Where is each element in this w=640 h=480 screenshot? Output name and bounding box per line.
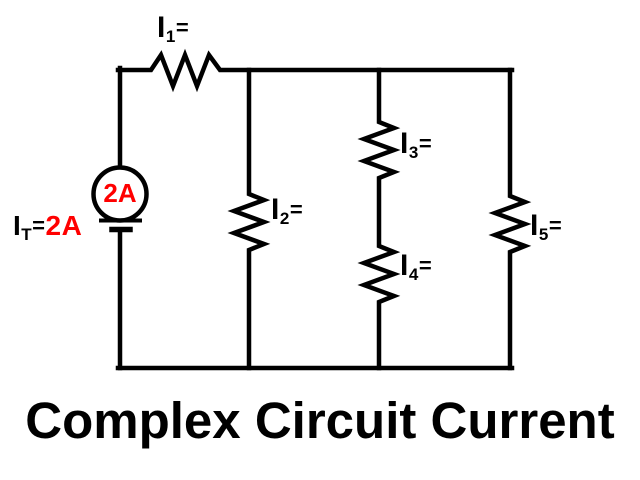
label-i4-symbol: I xyxy=(400,249,409,282)
label-i4: I4= xyxy=(400,249,433,284)
label-i3-symbol: I xyxy=(400,127,409,160)
label-i2-equals: = xyxy=(289,197,304,222)
label-total-equals: = xyxy=(32,213,46,238)
label-i5-symbol: I xyxy=(530,209,539,242)
branch-i5-resistor-r5 xyxy=(488,67,532,371)
label-i2-symbol: I xyxy=(271,193,280,226)
label-i3: I3= xyxy=(400,127,433,162)
branch-i2-resistor-r2 xyxy=(227,67,271,371)
label-i1-equals: = xyxy=(175,15,190,40)
label-i3-subscript: 3 xyxy=(408,143,419,162)
label-i5-equals: = xyxy=(548,213,563,238)
label-i1-symbol: I xyxy=(157,11,166,44)
label-i3-equals: = xyxy=(418,131,433,156)
label-i4-subscript: 4 xyxy=(408,265,419,284)
page-title: Complex Circuit Current xyxy=(25,392,615,449)
label-total-symbol: I xyxy=(13,210,22,241)
label-i2: I2= xyxy=(271,193,304,228)
label-i2-subscript: 2 xyxy=(279,209,290,228)
label-i4-equals: = xyxy=(418,253,433,278)
wire-top-and-resistor-r1 xyxy=(115,48,515,93)
label-total-current: IT=2A xyxy=(13,210,83,244)
branch-i3-i4-resistors-r3-r4 xyxy=(357,67,401,371)
label-i5-subscript: 5 xyxy=(538,225,549,244)
label-i1-subscript: 1 xyxy=(165,27,176,46)
label-total-value: 2A xyxy=(45,210,83,241)
label-i1: I1= xyxy=(157,11,190,46)
label-i5: I5= xyxy=(530,209,563,244)
current-source-value: 2A xyxy=(103,178,137,208)
label-total-subscript: T xyxy=(21,225,33,244)
